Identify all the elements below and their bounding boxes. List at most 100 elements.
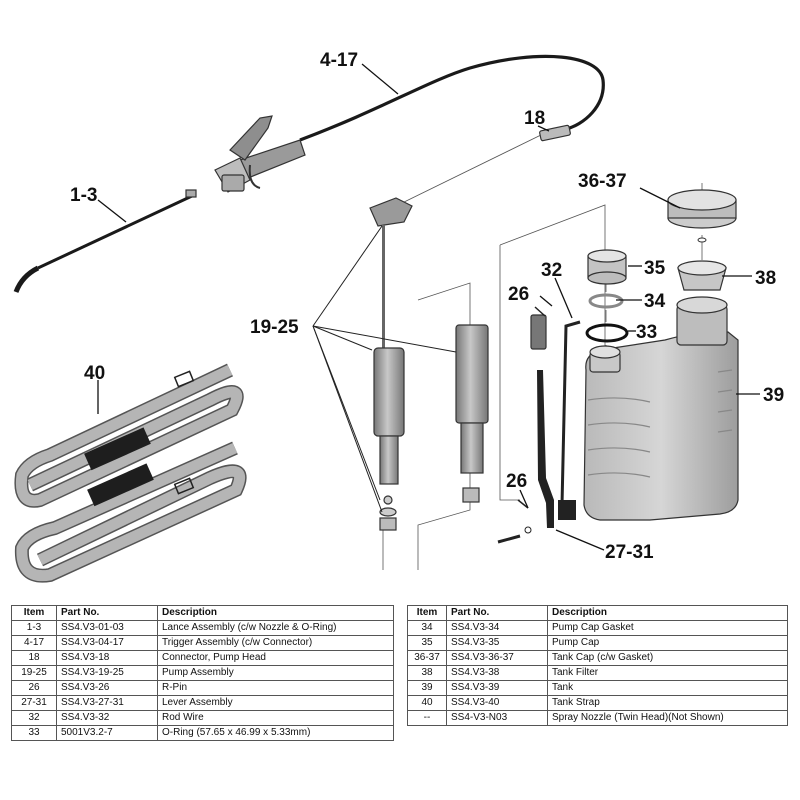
cell-item: 33: [11, 725, 57, 741]
column-header-part-no: Part No.: [56, 605, 158, 621]
cell-item: 4-17: [11, 635, 57, 651]
exploded-parts-diagram: 4-17 18 1-3 36-37 35 32 38 26 34 19-25 3…: [13, 50, 784, 583]
cell-description: Pump Assembly: [157, 665, 394, 681]
cell-item: 18: [11, 650, 57, 666]
column-header-description: Description: [157, 605, 394, 621]
cell-item: 38: [407, 665, 447, 681]
callout-26-upper: 26: [508, 284, 529, 305]
callout-38: 38: [755, 268, 776, 289]
callout-1-3: 1-3: [70, 185, 97, 206]
cell-description: Tank Cap (c/w Gasket): [547, 650, 788, 666]
callout-33: 33: [636, 322, 657, 343]
cell-item: 32: [11, 710, 57, 726]
callout-18: 18: [524, 108, 545, 129]
pump-cap-part: [587, 249, 627, 285]
cell-part-no: SS4.V3-35: [446, 635, 548, 651]
cell-description: Trigger Assembly (c/w Connector): [157, 635, 394, 651]
cell-part-no: SS4.V3-04-17: [56, 635, 158, 651]
cell-part-no: 5001V3.2-7: [56, 725, 158, 741]
pump-assembly-part: [369, 197, 489, 531]
callout-19-25: 19-25: [250, 317, 299, 338]
cell-part-no: SS4.V3-34: [446, 620, 548, 636]
lever-assembly-part: [497, 306, 581, 544]
column-header-item: Item: [11, 605, 57, 621]
cell-description: Tank: [547, 680, 788, 696]
callout-34: 34: [644, 291, 666, 312]
cell-description: R-Pin: [157, 680, 394, 696]
cell-description: Lever Assembly: [157, 695, 394, 711]
cell-description: Spray Nozzle (Twin Head)(Not Shown): [547, 710, 788, 726]
callout-32: 32: [541, 260, 562, 281]
cell-item: 19-25: [11, 665, 57, 681]
cell-description: Rod Wire: [157, 710, 394, 726]
cell-part-no: SS4-V3-N03: [446, 710, 548, 726]
cell-description: Tank Filter: [547, 665, 788, 681]
alignment-lines: [382, 132, 703, 570]
tank-strap-part: [14, 363, 247, 583]
cell-item: 1-3: [11, 620, 57, 636]
cell-item: 34: [407, 620, 447, 636]
cell-part-no: SS4.V3-18: [56, 650, 158, 666]
callout-39: 39: [763, 385, 784, 406]
cell-description: O-Ring (57.65 x 46.99 x 5.33mm): [157, 725, 394, 741]
tank-filter-part: [677, 260, 727, 291]
tank-part: [583, 296, 739, 521]
callout-27-31: 27-31: [605, 542, 654, 563]
cell-item: 39: [407, 680, 447, 696]
cell-description: Tank Strap: [547, 695, 788, 711]
tank-cap-part: [667, 189, 737, 243]
cell-part-no: SS4.V3-39: [446, 680, 548, 696]
cell-part-no: SS4.V3-01-03: [56, 620, 158, 636]
trigger-assembly-part: [214, 54, 605, 193]
cell-item: 26: [11, 680, 57, 696]
callout-labels: 4-17 18 1-3 36-37 35 32 38 26 34 19-25 3…: [70, 50, 784, 563]
cell-part-no: SS4.V3-38: [446, 665, 548, 681]
table-header-row: Item Part No. Description: [11, 605, 394, 621]
cell-part-no: SS4.V3-36-37: [446, 650, 548, 666]
cell-description: Connector, Pump Head: [157, 650, 394, 666]
o-ring-part: [585, 323, 629, 343]
callout-leaders: [97, 63, 760, 551]
callout-4-17: 4-17: [320, 50, 358, 71]
pump-cap-gasket-part: [588, 293, 624, 309]
cell-description: Pump Cap Gasket: [547, 620, 788, 636]
cell-part-no: SS4.V3-27-31: [56, 695, 158, 711]
cell-item: 35: [407, 635, 447, 651]
column-header-item: Item: [407, 605, 447, 621]
cell-item: 27-31: [11, 695, 57, 711]
column-header-part-no: Part No.: [446, 605, 548, 621]
cell-part-no: SS4.V3-40: [446, 695, 548, 711]
cell-part-no: SS4.V3-32: [56, 710, 158, 726]
callout-35: 35: [644, 258, 666, 279]
cell-item: 40: [407, 695, 447, 711]
column-header-description: Description: [547, 605, 788, 621]
cell-description: Pump Cap: [547, 635, 788, 651]
cell-description: Lance Assembly (c/w Nozzle & O-Ring): [157, 620, 394, 636]
cell-item: 36-37: [407, 650, 447, 666]
cell-part-no: SS4.V3-19-25: [56, 665, 158, 681]
table-header-row: Item Part No. Description: [407, 605, 788, 621]
lance-part: [13, 189, 197, 293]
connector-part: [539, 124, 571, 142]
cell-item: --: [407, 710, 447, 726]
cell-part-no: SS4.V3-26: [56, 680, 158, 696]
callout-26-lower: 26: [506, 471, 527, 492]
callout-40: 40: [84, 363, 105, 384]
